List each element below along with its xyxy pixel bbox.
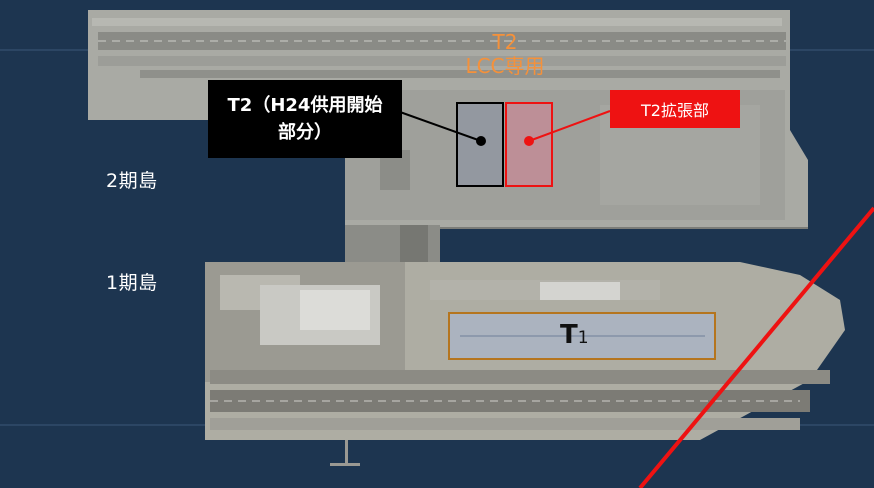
connecting-bridge [345,225,440,265]
t2-initial-label-box: T2（H24供用開始部分） [208,80,402,158]
phase2-island-label: 2期島 [106,170,158,192]
t1-label-main: T [560,320,578,350]
t1-label-sub: 1 [577,328,589,348]
t2-expansion-label-box: T2拡張部 [610,90,740,128]
t2-initial-label: T2（H24供用開始部分） [227,95,383,143]
t2-expansion-area [505,102,611,187]
phase1-island-label: 1期島 [106,272,158,294]
t2-title-line2: LCC専用 [465,54,545,78]
t2-initial-area [399,102,504,187]
t1-terminal-outline [448,312,716,360]
t2-expansion-label: T2拡張部 [641,101,709,120]
t2-title: T2 LCC専用 [440,30,570,78]
t1-label: T1 [560,320,589,350]
t2-title-line1: T2 [492,30,518,54]
boundary-line [638,206,874,488]
